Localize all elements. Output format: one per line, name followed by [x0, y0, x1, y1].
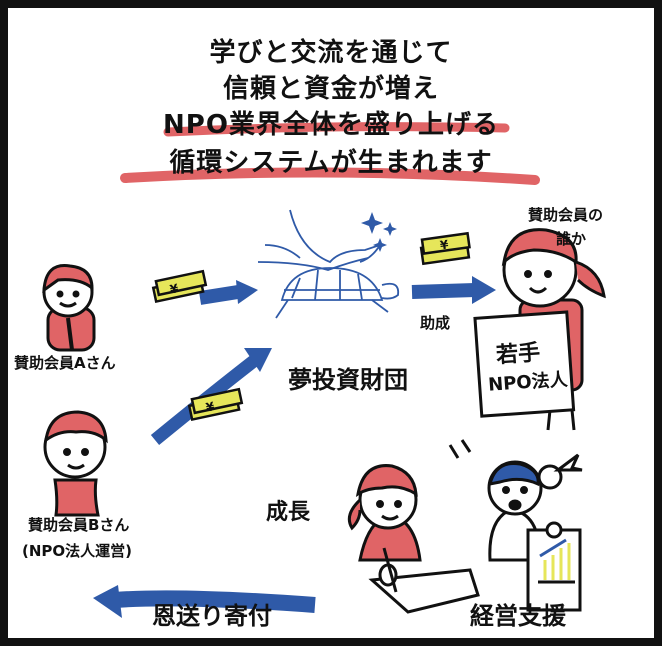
money-bundle-b [187, 387, 244, 422]
someone-label-2: 誰か [556, 230, 587, 248]
title-line-1: 学びと交流を通じて [209, 38, 453, 68]
supporter-b-label: 賛助会員Bさん [28, 516, 130, 534]
growth-figure [347, 464, 480, 614]
support-figure [448, 439, 583, 612]
title-underline-1 [163, 122, 510, 137]
foundation-logo-icon [257, 209, 400, 319]
supporter-a-figure [42, 264, 96, 352]
supporter-b-sublabel: (NPO法人運営) [22, 542, 133, 560]
grant-label: 助成 [420, 314, 451, 332]
arrow-donation [93, 585, 316, 618]
someone-label: 賛助会員の [528, 206, 604, 224]
money-bundle-a [151, 269, 208, 304]
sign-board [473, 310, 576, 418]
yen-icon: ¥ [439, 237, 450, 253]
title-line-2: 信頼と資金が増え [222, 74, 439, 104]
support-label: 経営支援 [470, 602, 566, 630]
supporter-b-figure [43, 410, 108, 517]
money-bundle-grant [419, 231, 471, 266]
sign-text-1: 若手 [495, 340, 542, 369]
title-line-4: 循環システムが生まれます [169, 148, 493, 178]
sparkle-icon [361, 212, 397, 252]
supporter-a-label: 賛助会員Aさん [14, 354, 116, 372]
growth-label: 成長 [266, 500, 311, 525]
foundation-label: 夢投資財団 [288, 366, 408, 394]
arrow-grant [411, 276, 496, 304]
arrow-a-to-foundation [198, 280, 258, 305]
title-line-3: NPO業界全体を盛り上げる [163, 110, 499, 140]
title-underline-2 [120, 167, 540, 185]
sign-text-2: NPO法人 [487, 369, 569, 396]
donation-label: 恩送り寄付 [152, 602, 272, 630]
